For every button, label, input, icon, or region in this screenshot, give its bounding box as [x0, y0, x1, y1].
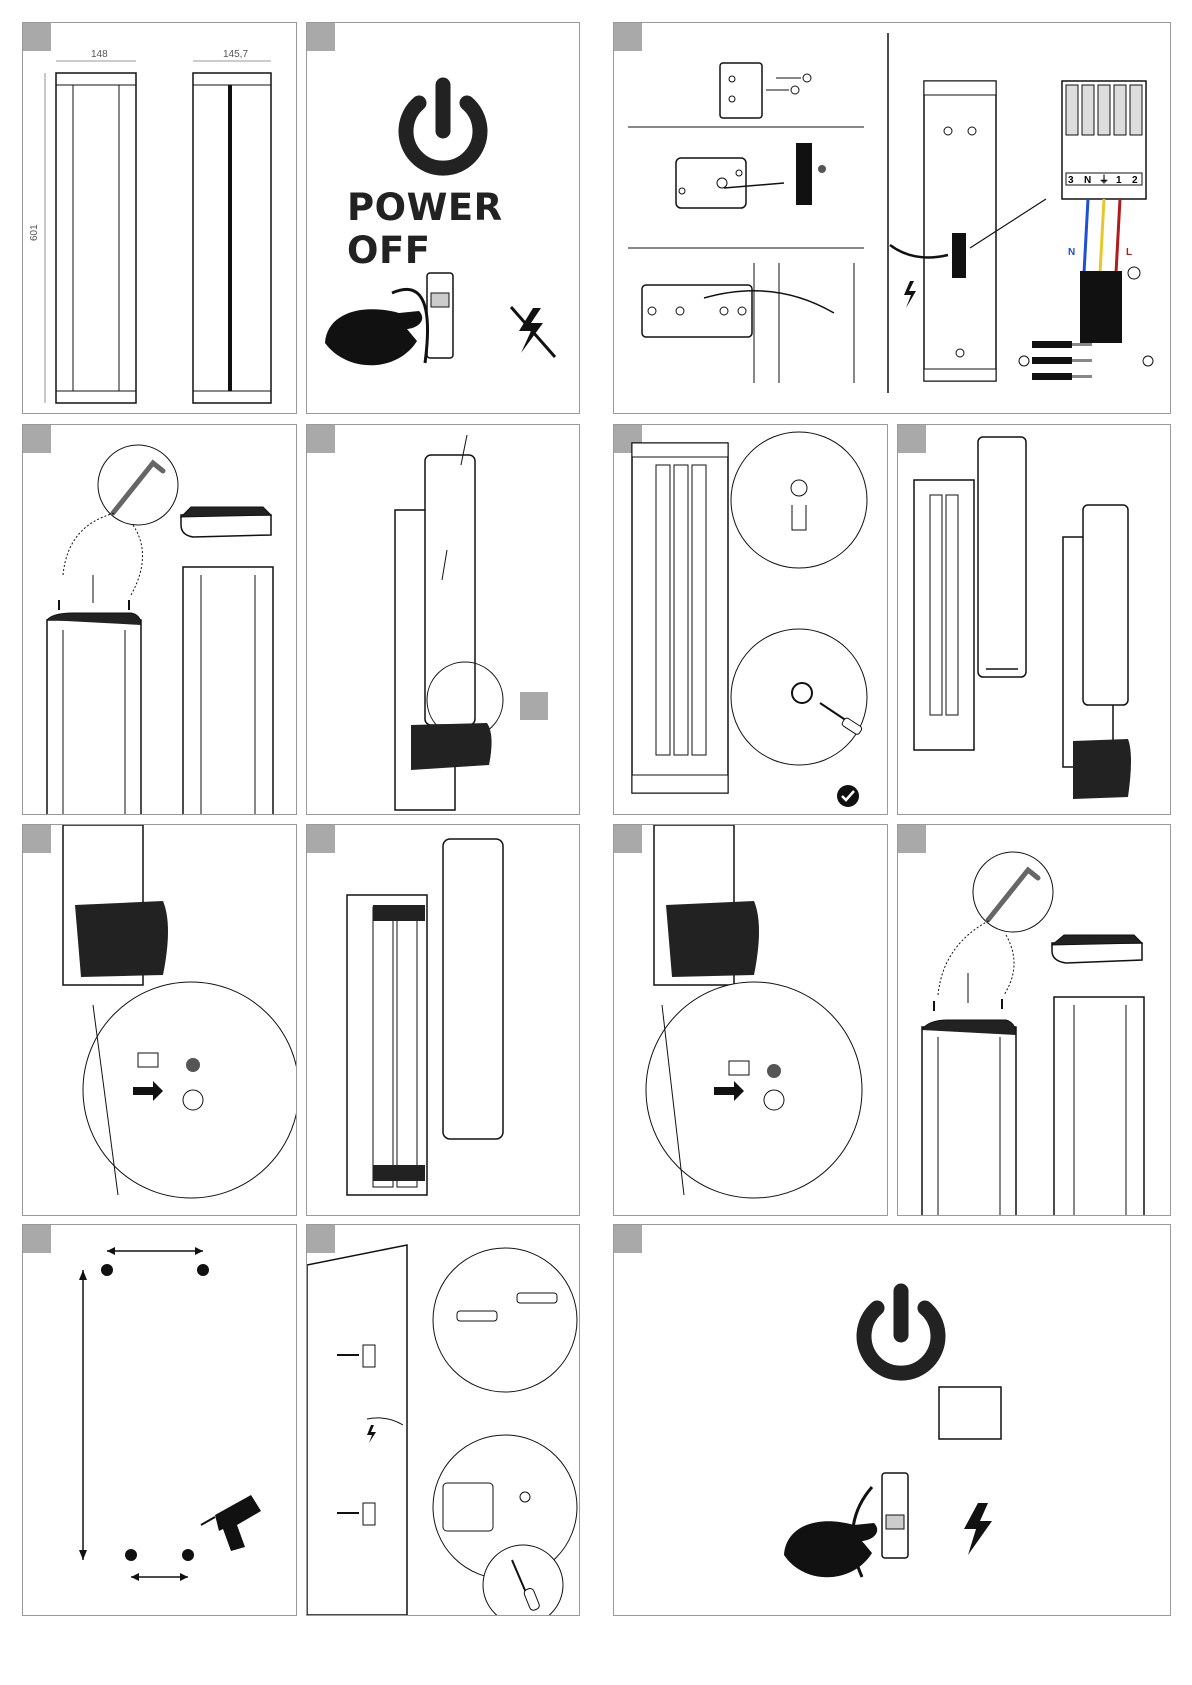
step-connect-earth [613, 824, 888, 1216]
dim-height: 601 [29, 224, 40, 241]
step-reattach-cover [897, 424, 1171, 815]
terminal-label: N [1084, 175, 1091, 186]
step-disconnect-earth [22, 824, 297, 1216]
bracket-to-wall [676, 143, 826, 208]
step-cover-removed [306, 824, 580, 1216]
dimension-drawing: 148 145,7 601 [23, 23, 297, 414]
column-back-view [890, 81, 996, 381]
power-icon [406, 85, 480, 168]
terminal-label: 2 [1132, 175, 1138, 186]
dim-width-side: 145,7 [223, 49, 248, 60]
terminal-label: ⏚ [1099, 174, 1109, 186]
terminal-label: 3 [1068, 175, 1074, 186]
no-power-icon [511, 307, 555, 357]
neutral-label: N [1068, 247, 1075, 258]
earth-symbol-icon [764, 1090, 784, 1110]
step-wall-plugs-and-brackets [306, 1224, 580, 1616]
step-power-on [613, 1224, 1171, 1616]
terminal-block: 3 N ⏚ 1 2 N L [1062, 81, 1146, 343]
check-icon [837, 785, 859, 807]
wire-strip-lengths [1019, 341, 1153, 380]
live-label: L [1126, 247, 1132, 258]
lightning-icon [904, 281, 916, 308]
blank-box [939, 1387, 1001, 1439]
drill-icon [201, 1495, 261, 1551]
step-slide-cover-up [306, 424, 580, 815]
step-remove-top-cap [22, 424, 297, 815]
step-refit-top-cap [897, 824, 1171, 1216]
power-icon [864, 1291, 938, 1373]
step-fix-column-to-bracket [613, 424, 888, 815]
dim-width-front: 148 [91, 49, 108, 60]
terminal-label: 1 [1116, 175, 1122, 186]
lightning-icon [964, 1503, 992, 1555]
earth-symbol-icon [1128, 267, 1140, 279]
step-dimensions: 148 145,7 601 [22, 22, 297, 414]
power-off-title: POWER OFF [347, 186, 579, 272]
hand-switch-icon [325, 273, 453, 365]
hand-switch-icon [784, 1473, 908, 1577]
step-power-off: POWER OFF [306, 22, 580, 414]
step-wall-mount-and-wiring: 3 N ⏚ 1 2 N L [613, 22, 1171, 414]
earth-symbol-icon [183, 1090, 203, 1110]
bracket-screw-assembly [720, 63, 811, 118]
step-drill-holes [22, 1224, 297, 1616]
hang-on-bracket [642, 263, 854, 383]
